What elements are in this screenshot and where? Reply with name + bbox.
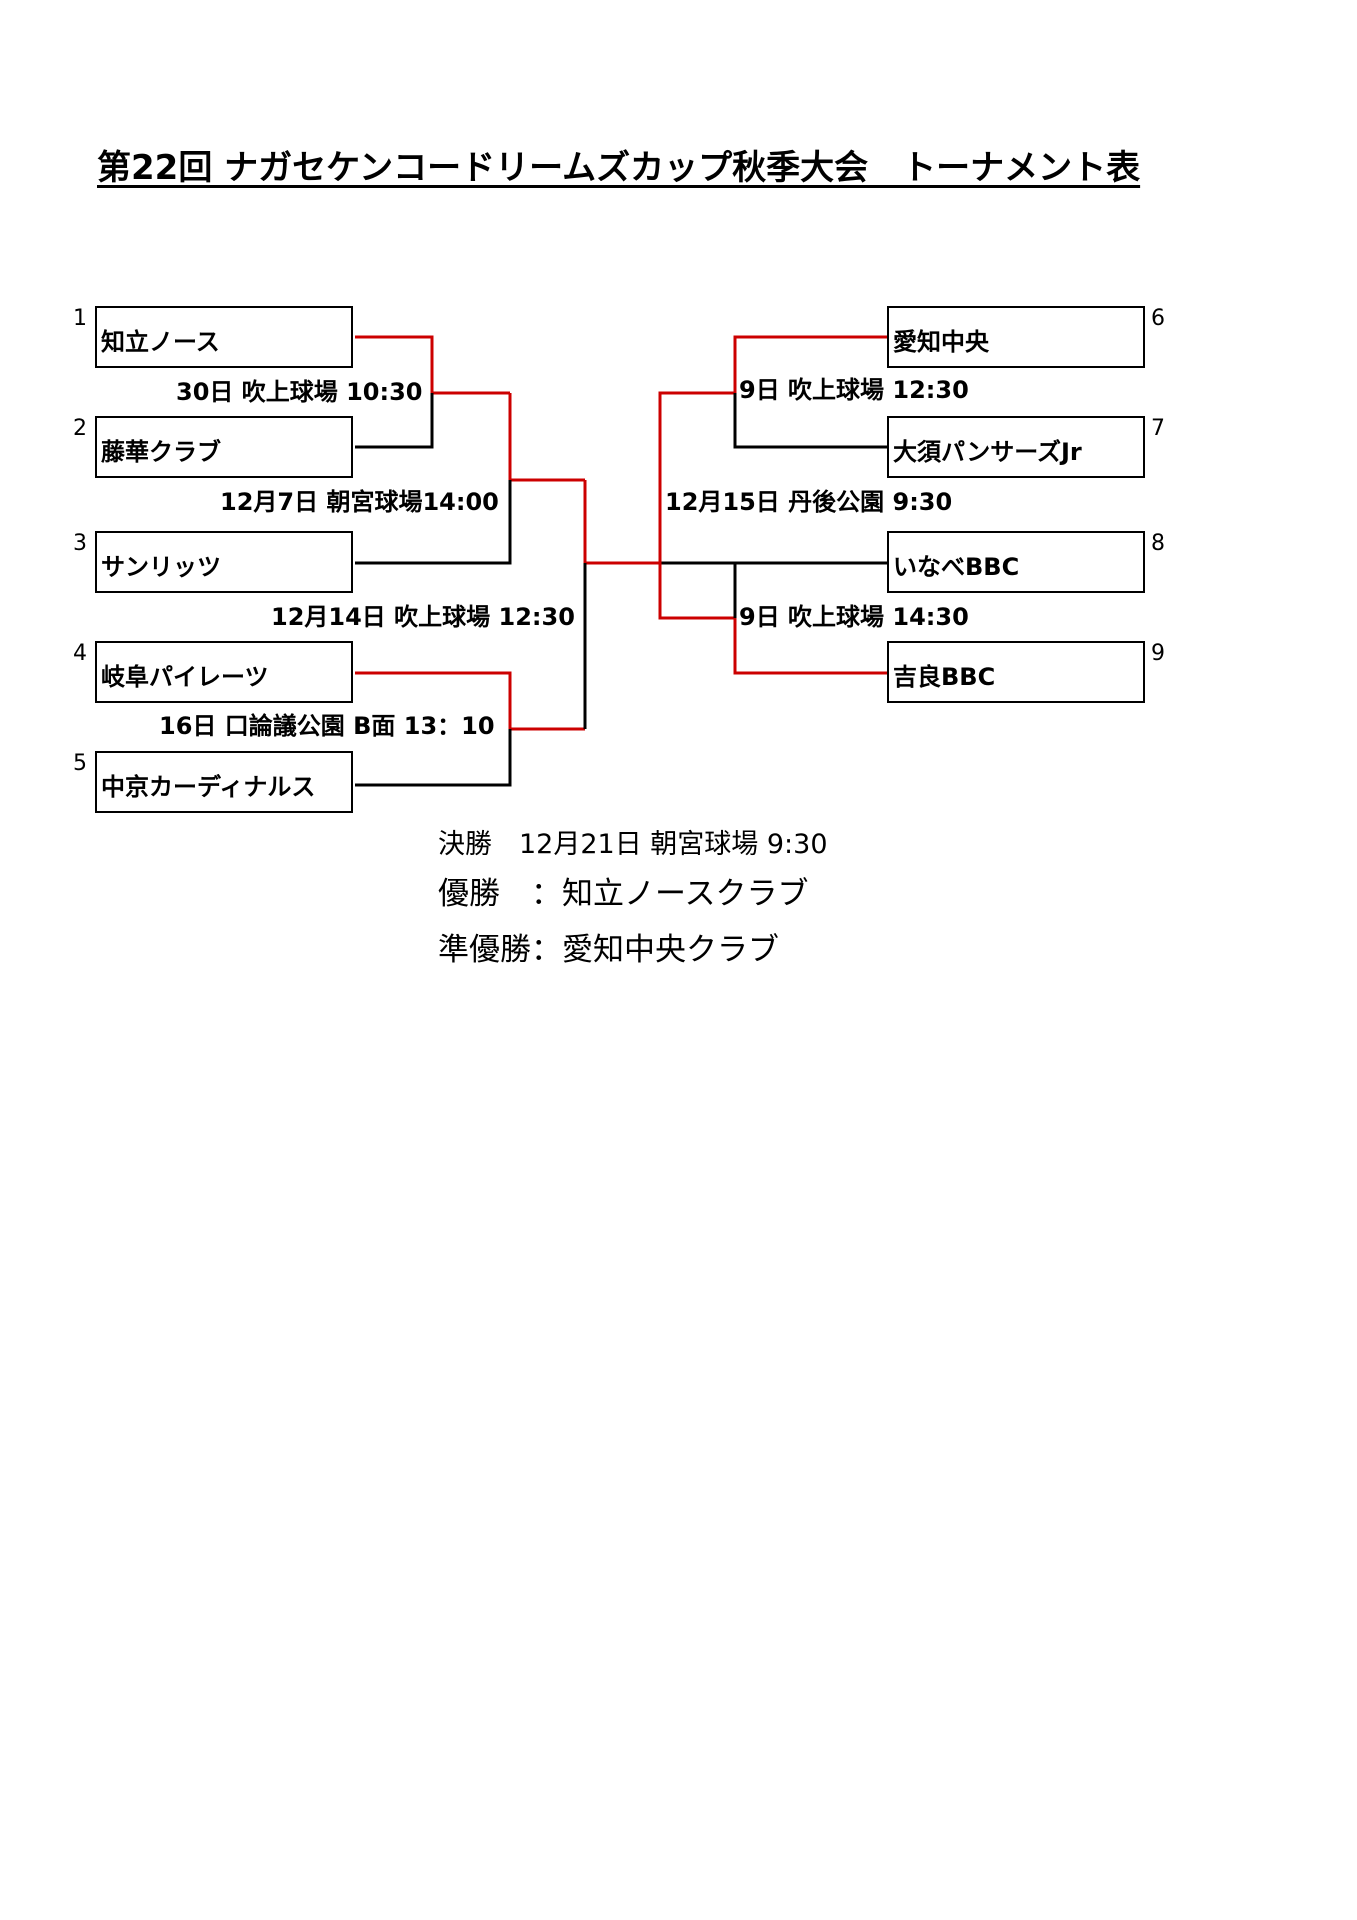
page-title: 第22回 ナガセケンコードリームズカップ秋季大会 トーナメント表 [97,148,1141,188]
team-box-6: 愛知中央 [887,306,1145,368]
bracket-line-team1 [355,335,510,395]
bracket-line-team2 [355,393,434,449]
team-box-4: 岐阜パイレーツ [95,641,353,703]
team-box-7: 大須パンサーズJr [887,416,1145,478]
team-name: いなべBBC [893,553,1020,581]
team-box-8: いなべBBC [887,531,1145,593]
seed-number: 3 [73,531,87,556]
seed-number: 9 [1151,641,1165,666]
team-name: 岐阜パイレーツ [101,663,269,691]
team-box-5: 中京カーディナルス [95,751,353,813]
team-name: サンリッツ [101,553,221,581]
seed-number: 4 [73,641,87,666]
match-label-right-semifinal: 12月15日 丹後公園 9:30 [664,488,954,516]
team-name: 中京カーディナルス [101,773,316,801]
seed-number: 8 [1151,531,1165,556]
match-label-8-9: 9日 吹上球場 14:30 [738,603,970,631]
team-name: 知立ノース [101,328,220,356]
runner-up: 準優勝：愛知中央クラブ [438,932,779,968]
bracket-line-w12 [508,393,585,482]
bracket-line-team4 [355,671,585,731]
team-name: 大須パンサーズJr [893,438,1082,466]
bracket-lines [355,335,887,787]
team-box-9: 吉良BBC [887,641,1145,703]
team-box-3: サンリッツ [95,531,353,593]
match-label-6-7: 9日 吹上球場 12:30 [738,376,970,404]
bracket-line-left-top [583,480,660,565]
seed-number: 6 [1151,306,1165,331]
bracket-line-team8 [733,561,887,618]
match-label-4-5: 16日 口論議公園 B面 13：10 [158,712,496,740]
match-label-w12-3: 12月7日 朝宮球場14:00 [219,488,500,516]
team-name: 愛知中央 [893,328,989,356]
seed-number: 2 [73,416,87,441]
bracket-line-team5 [355,729,512,787]
bracket-line-team9 [733,618,887,675]
match-label-left-semifinal: 12月14日 吹上球場 12:30 [270,603,576,631]
bracket-line-team3 [355,480,512,565]
bracket-line-team6 [733,335,887,393]
team-box-1: 知立ノース [95,306,353,368]
match-label-1-2: 30日 吹上球場 10:30 [175,378,424,406]
seed-number: 1 [73,306,87,331]
bracket-line-right-top [658,391,735,563]
champion: 優勝 ：知立ノースクラブ [438,876,809,912]
bracket-line-team7 [733,393,887,449]
seed-number: 5 [73,751,87,776]
seed-number: 7 [1151,416,1165,441]
team-name: 吉良BBC [893,663,996,691]
team-box-2: 藤華クラブ [95,416,353,478]
bracket-line-right-bottom [658,563,735,620]
team-name: 藤華クラブ [101,438,221,466]
final-schedule: 決勝 12月21日 朝宮球場 9:30 [438,829,828,860]
